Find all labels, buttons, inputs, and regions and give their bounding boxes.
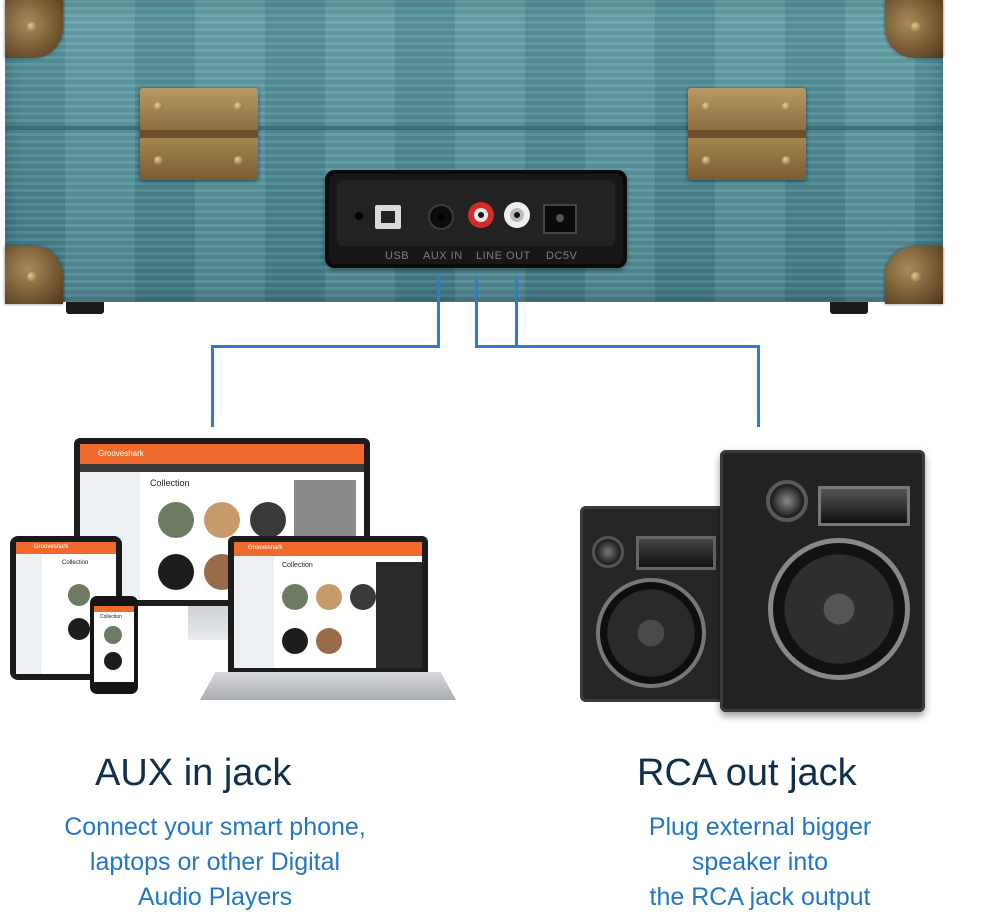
wire-aux-horizontal [211, 345, 440, 348]
aux-heading: AUX in jack [95, 752, 292, 794]
phone-collection-title: Collection [100, 614, 122, 620]
hinge-left [140, 88, 258, 180]
indicator-hole [355, 212, 363, 220]
wire-rca-red-down [475, 276, 478, 348]
corner-cap-bottom-left [5, 246, 63, 304]
laptop-keyboard-base [200, 672, 456, 700]
desktop-collection-title: Collection [150, 478, 190, 488]
usb-label: USB [385, 250, 410, 262]
rca-caption-line-3: the RCA jack output [649, 883, 871, 911]
corner-cap-bottom-right [885, 246, 943, 304]
hinge-right [688, 88, 806, 180]
wire-rca-horizontal [475, 345, 760, 348]
case-foot-right [830, 302, 868, 314]
tablet-collection-title: Collection [62, 560, 89, 566]
case-foot-left [66, 302, 104, 314]
turntable-case: USB AUX IN LINE OUT DC5V [0, 0, 1000, 320]
rca-jack-red-icon [468, 202, 494, 228]
lid-seam [5, 126, 943, 130]
rca-heading: RCA out jack [637, 752, 857, 794]
rca-jack-white-icon [504, 202, 530, 228]
desktop-app-name: Grooveshark [98, 449, 144, 458]
line-out-label: LINE OUT [476, 250, 531, 262]
corner-cap-top-right [885, 0, 943, 58]
rca-caption-line-1: Plug external bigger [648, 813, 872, 841]
aux-caption-line-2: laptops or other Digital [89, 848, 341, 876]
rca-caption: Plug external bigger speaker into the RC… [600, 810, 920, 915]
devices-group: Grooveshark Collection Grooveshark Colle… [0, 430, 470, 710]
aux-caption: Connect your smart phone, laptops or oth… [20, 810, 410, 915]
speaker-left [580, 506, 740, 702]
power-label: DC5V [546, 250, 578, 262]
smartphone-icon: Collection [90, 596, 138, 694]
rca-caption-line-2: speaker into [691, 848, 829, 876]
wire-aux-to-devices [211, 345, 214, 427]
wire-rca-white-down [515, 276, 518, 348]
usb-port-icon [375, 205, 401, 229]
laptop-app-name: Grooveshark [248, 545, 283, 551]
laptop-collection-title: Collection [282, 562, 313, 569]
wire-rca-to-speakers [757, 345, 760, 427]
tablet-app-name: Grooveshark [34, 544, 69, 550]
dc-power-port-icon [543, 204, 577, 234]
aux-caption-line-3: Audio Players [137, 883, 293, 911]
speaker-right [720, 450, 925, 712]
aux-jack-icon [428, 204, 454, 230]
wire-aux-down [437, 276, 440, 348]
corner-cap-top-left [5, 0, 63, 58]
aux-label: AUX IN [423, 250, 463, 262]
speaker-pair-icon [575, 450, 935, 720]
laptop-icon: Grooveshark Collection [228, 536, 428, 672]
aux-caption-line-1: Connect your smart phone, [64, 813, 366, 841]
